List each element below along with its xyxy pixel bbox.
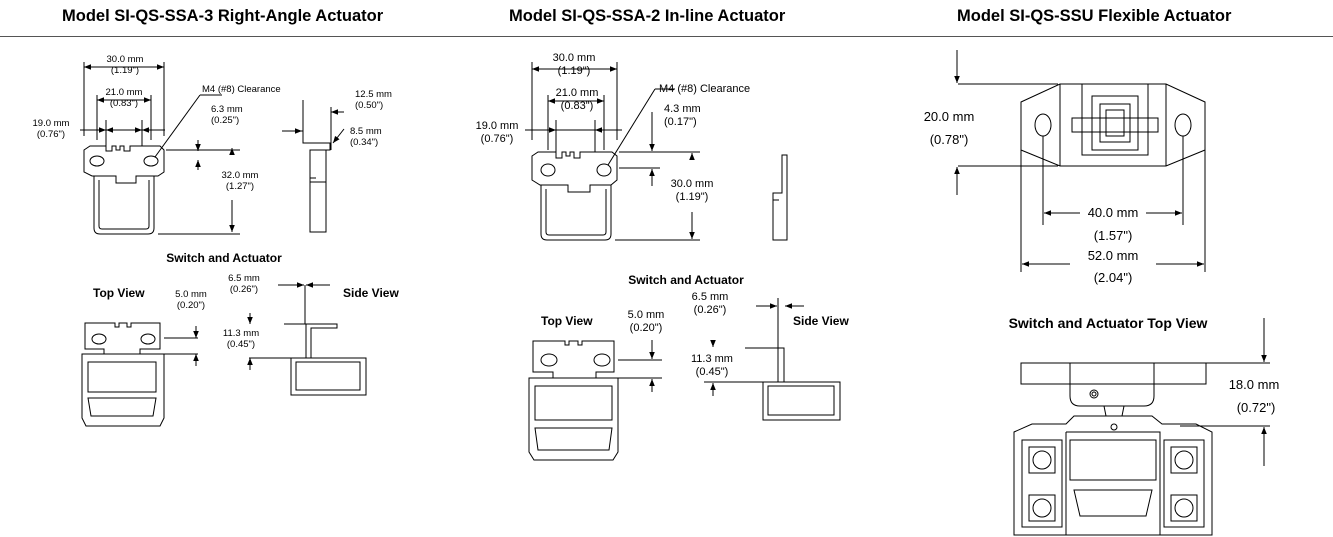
left-top-view: Top View bbox=[93, 286, 145, 300]
left-dim-clear: 19.0 mm bbox=[33, 118, 70, 129]
left-dim-len: 32.0 mm bbox=[222, 170, 259, 181]
right-dim-width: 52.0 mm bbox=[1088, 248, 1139, 263]
left-dim-side-in: (0.34") bbox=[350, 137, 378, 148]
left-switch-label: Switch and Actuator bbox=[166, 251, 282, 265]
left-dim-side: 8.5 mm bbox=[350, 126, 382, 137]
middle-dim-sv2-in: (0.45") bbox=[696, 366, 729, 378]
left-dim-sv1-in: (0.26") bbox=[230, 284, 258, 295]
middle-dim-len-in: (1.19") bbox=[676, 191, 709, 203]
right-actuator-drawing bbox=[954, 50, 1206, 272]
middle-dim-tv-in: (0.20") bbox=[630, 322, 663, 334]
middle-dim-width-in: (1.19") bbox=[558, 65, 591, 77]
right-dim-holes-in: (1.57") bbox=[1094, 228, 1133, 243]
middle-top-view: Top View bbox=[541, 314, 593, 328]
middle-actuator-drawing bbox=[525, 62, 788, 241]
right-dim-h: 20.0 mm bbox=[924, 109, 975, 124]
left-dim-tv-in: (0.20") bbox=[177, 300, 205, 311]
middle-switch-label: Switch and Actuator bbox=[628, 273, 744, 287]
right-dim-h-in: (0.78") bbox=[930, 132, 969, 147]
middle-switch-drawing bbox=[528, 298, 841, 461]
right-switch-label: Switch and Actuator Top View bbox=[1009, 315, 1208, 331]
right-switch-drawing bbox=[1013, 318, 1270, 536]
left-dim-sv2-in: (0.45") bbox=[227, 339, 255, 350]
left-dim-offset-in: (0.25") bbox=[211, 115, 239, 126]
right-dim-tv: 18.0 mm bbox=[1229, 377, 1280, 392]
middle-dim-holes: 21.0 mm bbox=[556, 87, 599, 99]
left-dim-width-in: (1.19") bbox=[111, 65, 139, 76]
middle-dim-sv1-in: (0.26") bbox=[694, 304, 727, 316]
middle-clearance: M4 (#8) Clearance bbox=[659, 83, 750, 95]
middle-dim-len: 30.0 mm bbox=[671, 178, 714, 190]
left-dim-holes-in: (0.83") bbox=[110, 98, 138, 109]
middle-dim-offset: 4.3 mm bbox=[664, 103, 701, 115]
left-switch-drawing bbox=[81, 282, 367, 427]
middle-dim-sv2: 11.3 mm bbox=[691, 353, 733, 365]
left-dim-sv1: 6.5 mm bbox=[228, 273, 260, 284]
left-dim-sv2: 11.3 mm bbox=[223, 328, 259, 339]
middle-side-view: Side View bbox=[793, 314, 849, 328]
right-dim-holes: 40.0 mm bbox=[1088, 205, 1139, 220]
right-dim-tv-in: (0.72") bbox=[1237, 400, 1276, 415]
middle-dim-tv: 5.0 mm bbox=[628, 309, 665, 321]
left-dim-clear-in: (0.76") bbox=[37, 129, 65, 140]
title-right: Model SI-QS-SSU Flexible Actuator bbox=[957, 7, 1232, 25]
left-bracket bbox=[83, 145, 165, 184]
middle-dim-offset-in: (0.17") bbox=[664, 116, 697, 128]
left-dim-top-in: (0.50") bbox=[355, 100, 383, 111]
title-middle: Model SI-QS-SSA-2 In-line Actuator bbox=[509, 7, 786, 25]
right-dim-width-in: (2.04") bbox=[1094, 270, 1133, 285]
left-clearance: M4 (#8) Clearance bbox=[202, 84, 281, 95]
left-dim-tv: 5.0 mm bbox=[175, 289, 207, 300]
middle-dim-clear: 19.0 mm bbox=[476, 120, 519, 132]
left-dim-top: 12.5 mm bbox=[355, 89, 392, 100]
left-dim-holes: 21.0 mm bbox=[106, 87, 143, 98]
middle-dim-sv1: 6.5 mm bbox=[692, 291, 729, 303]
left-actuator-drawing bbox=[80, 62, 345, 235]
middle-dim-clear-in: (0.76") bbox=[481, 133, 514, 145]
title-left: Model SI-QS-SSA-3 Right-Angle Actuator bbox=[62, 7, 384, 25]
left-dim-offset: 6.3 mm bbox=[211, 104, 243, 115]
left-dim-len-in: (1.27") bbox=[226, 181, 254, 192]
middle-dim-holes-in: (0.83") bbox=[561, 100, 594, 112]
header-rule bbox=[0, 36, 1333, 37]
middle-dim-width: 30.0 mm bbox=[553, 52, 596, 64]
left-dim-width: 30.0 mm bbox=[107, 54, 144, 65]
left-side-view: Side View bbox=[343, 286, 399, 300]
